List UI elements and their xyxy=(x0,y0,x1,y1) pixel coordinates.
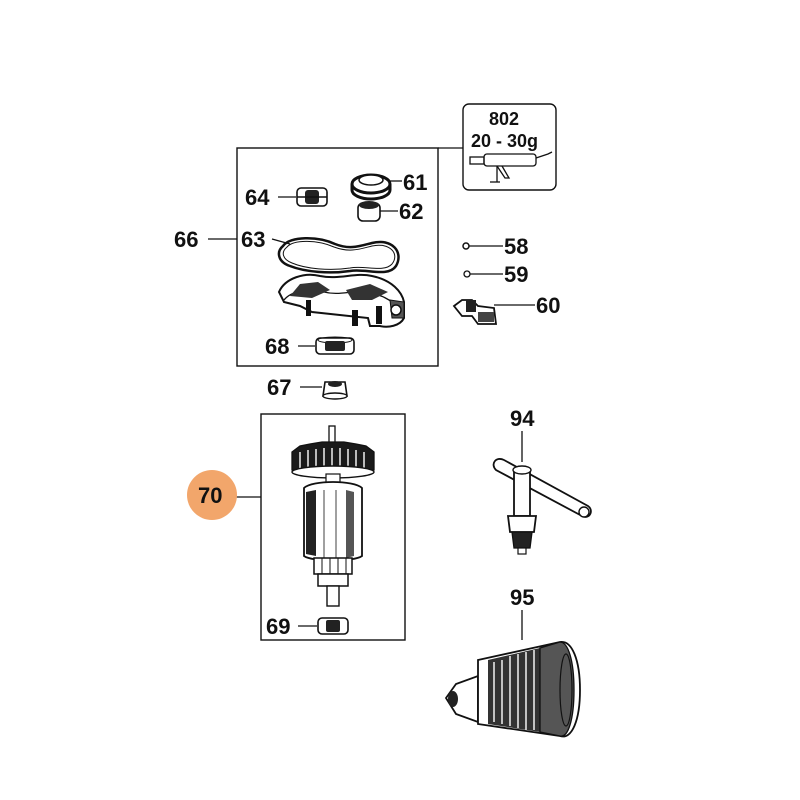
callout-95[interactable]: 95 xyxy=(510,585,534,610)
grease-gun-icon xyxy=(469,151,553,183)
washer-58[interactable] xyxy=(462,242,470,250)
callout-66[interactable]: 66 xyxy=(174,227,198,252)
callout-67[interactable]: 67 xyxy=(267,375,291,400)
grease-amount: 20 - 30g xyxy=(471,131,538,151)
callout-70-highlight[interactable]: 70 xyxy=(187,470,237,520)
callout-59[interactable]: 59 xyxy=(504,262,528,287)
highlight-circle xyxy=(187,470,237,520)
callout-70[interactable]: 70 xyxy=(198,483,222,508)
callout-63[interactable]: 63 xyxy=(241,227,265,252)
gasket-63[interactable] xyxy=(277,237,400,274)
callout-58[interactable]: 58 xyxy=(504,234,528,259)
switch-lever-60[interactable] xyxy=(452,299,498,325)
callout-68[interactable]: 68 xyxy=(265,334,289,359)
armature-group-frame xyxy=(260,413,406,641)
bearing-64[interactable] xyxy=(296,187,328,207)
washer-59[interactable] xyxy=(463,270,471,278)
callout-64[interactable]: 64 xyxy=(245,185,270,210)
grease-code: 802 xyxy=(489,109,519,129)
bushing-67[interactable] xyxy=(322,381,348,400)
gear-teeth xyxy=(299,448,365,468)
bearing-68[interactable] xyxy=(315,336,355,355)
callout-60[interactable]: 60 xyxy=(536,293,560,318)
gearbox-group-frame xyxy=(236,147,439,367)
callout-69[interactable]: 69 xyxy=(266,614,290,639)
armature-rotor[interactable] xyxy=(291,425,375,607)
callout-61[interactable]: 61 xyxy=(403,170,427,195)
grease-box-frame xyxy=(462,103,557,191)
drill-chuck-95[interactable] xyxy=(444,641,581,738)
callout-94[interactable]: 94 xyxy=(510,406,535,431)
bushing-62[interactable] xyxy=(357,201,381,222)
ring-61[interactable] xyxy=(350,173,392,201)
bearing-69[interactable] xyxy=(317,617,349,635)
chuck-key-94[interactable] xyxy=(492,458,592,555)
callout-62[interactable]: 62 xyxy=(399,199,423,224)
gear-housing[interactable] xyxy=(277,273,405,328)
